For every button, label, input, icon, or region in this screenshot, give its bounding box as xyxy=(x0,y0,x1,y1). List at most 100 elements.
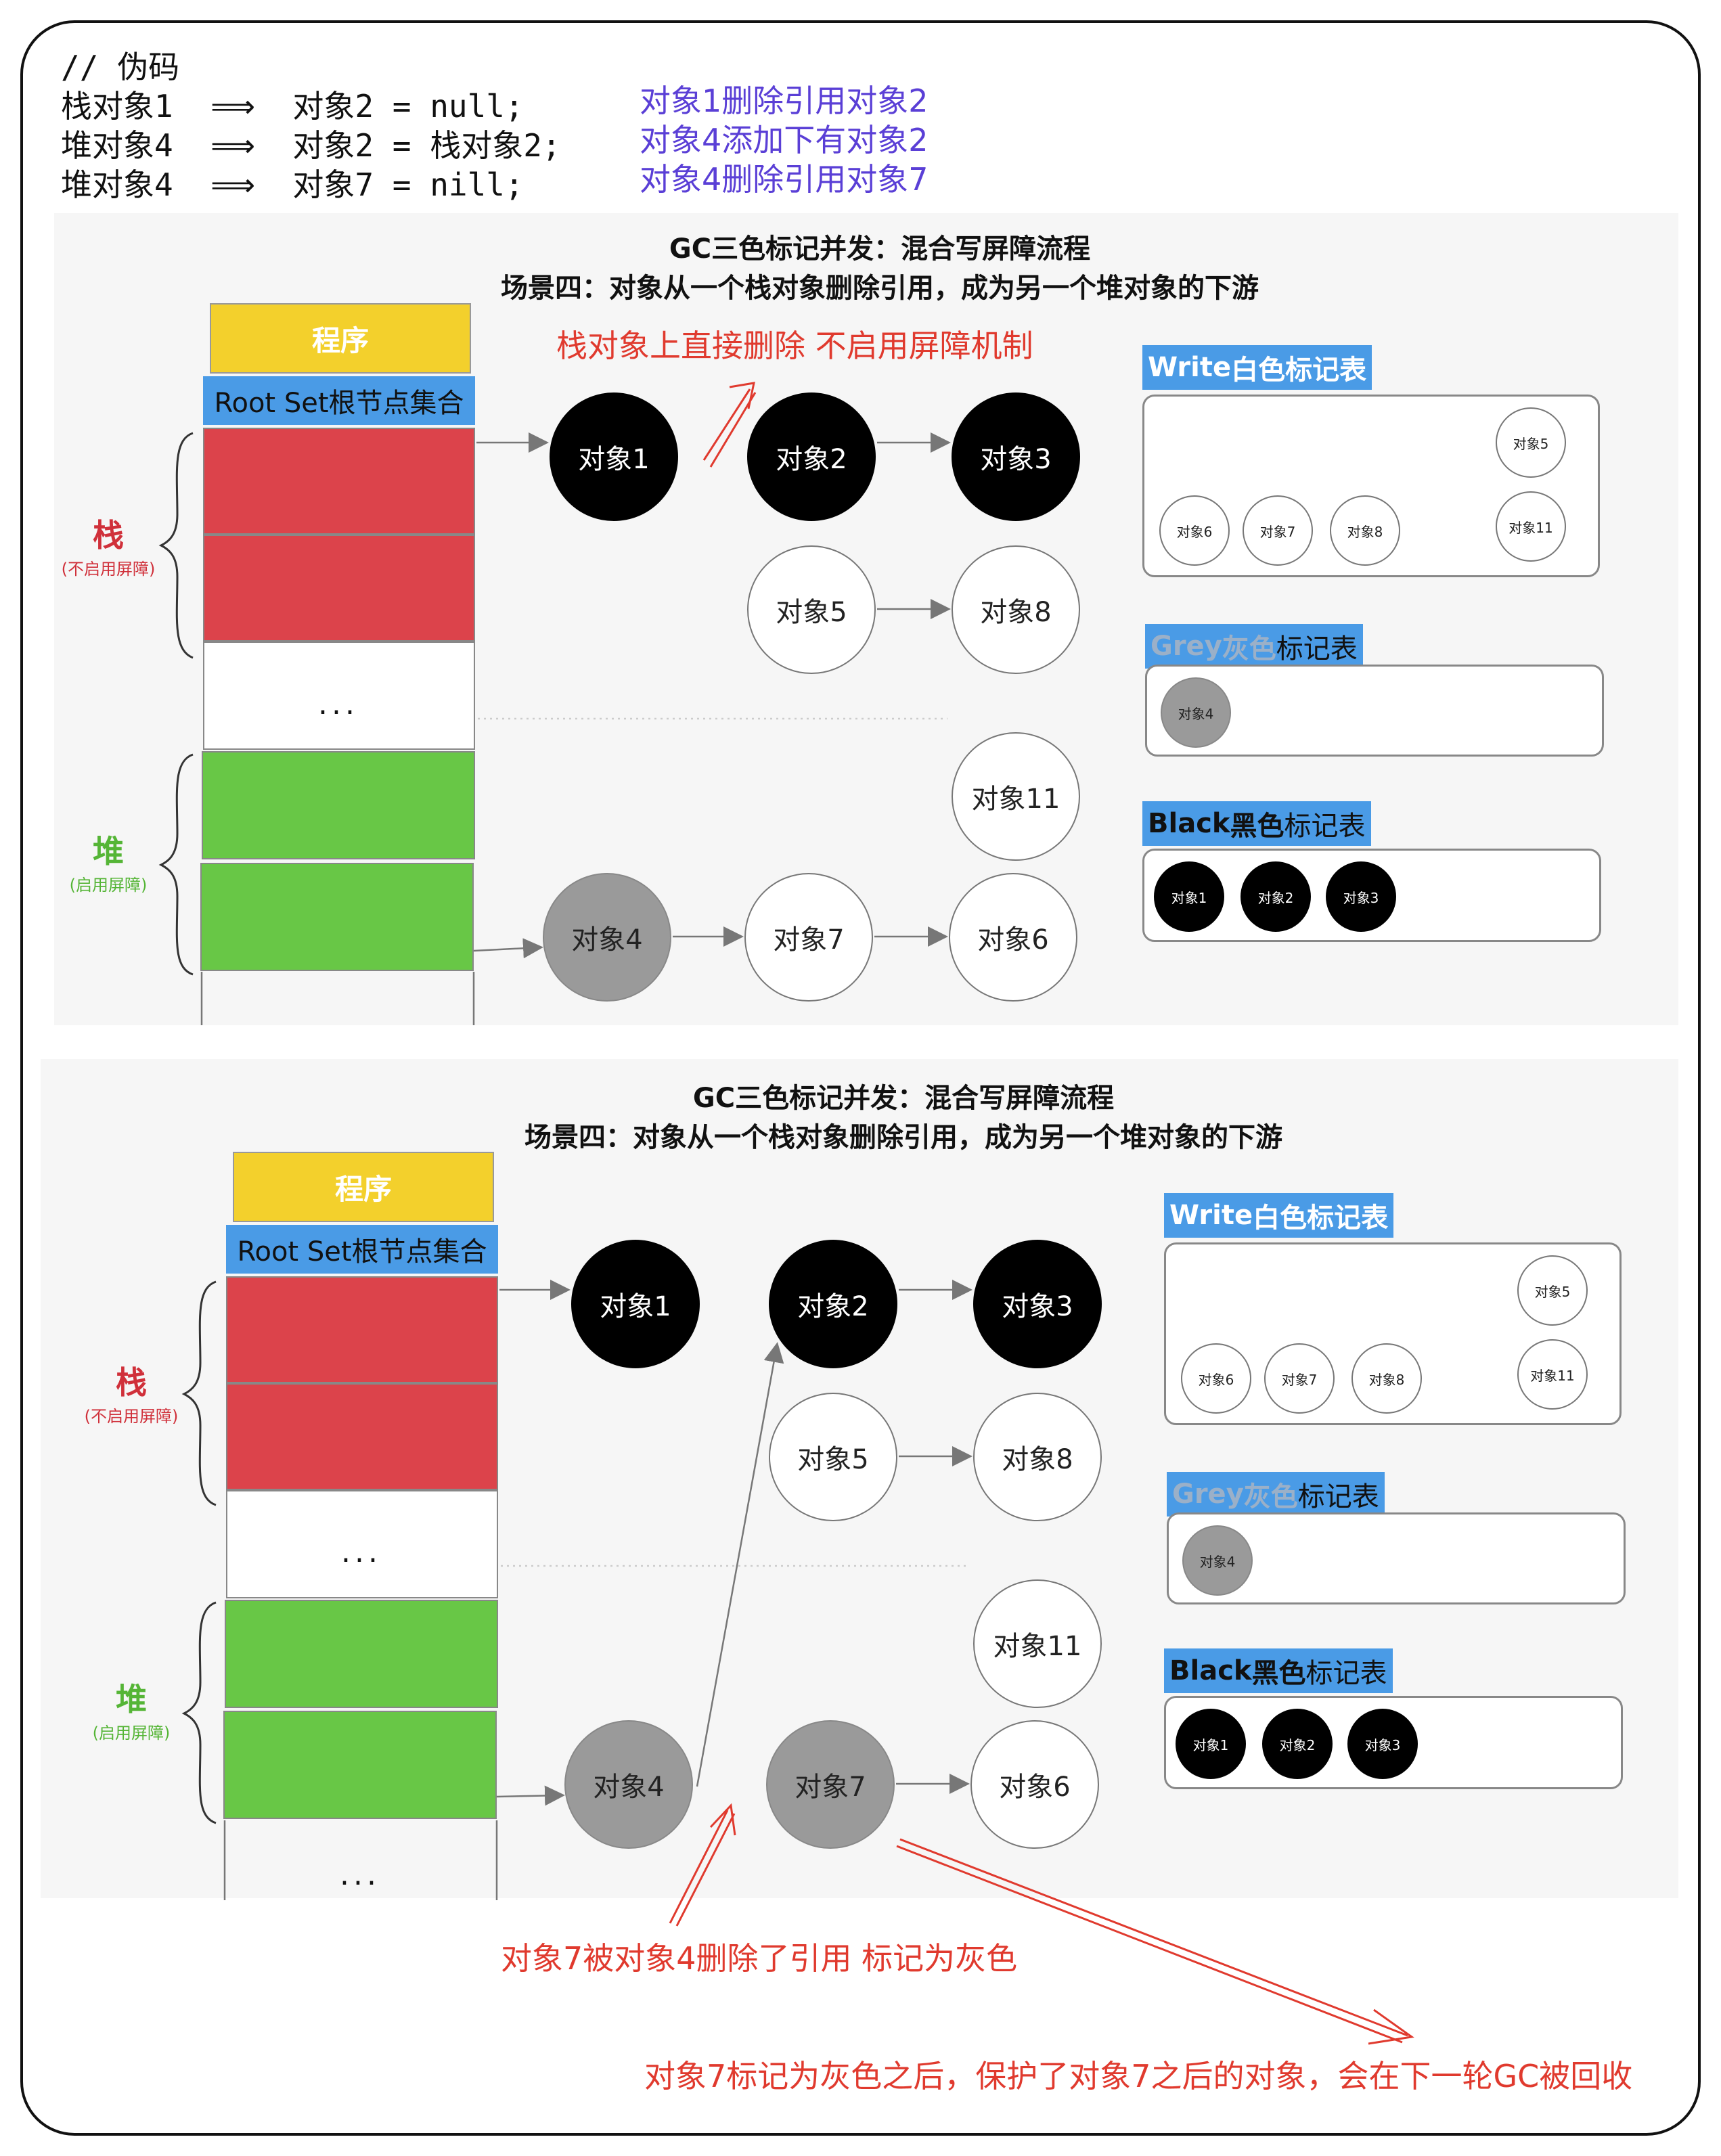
code-comment: // 伪码 xyxy=(61,49,180,85)
heap-label-sub: (启用屏障) xyxy=(69,876,148,895)
white2-item-obj5: 对象5 xyxy=(1517,1255,1588,1326)
node2-obj3: 对象3 xyxy=(973,1240,1102,1368)
heap-label-sub-2: (启用屏障) xyxy=(92,1724,171,1743)
black2-item-obj3: 对象3 xyxy=(1347,1709,1418,1779)
heap-label-2: 堆 (启用屏障) xyxy=(70,1675,192,1743)
stack-block-2-2 xyxy=(226,1383,498,1490)
ellipsis-2: ... xyxy=(341,1535,382,1569)
white-item-obj6: 对象6 xyxy=(1159,495,1230,566)
node2-obj1: 对象1 xyxy=(571,1240,700,1368)
white2-item-obj8: 对象8 xyxy=(1351,1343,1422,1414)
white2-item-obj6: 对象6 xyxy=(1181,1343,1251,1414)
white-table-head-c-2: 标记表 xyxy=(1307,1203,1389,1234)
node2-obj5: 对象5 xyxy=(769,1393,897,1521)
code-note-2: 对象4添加下有对象2 xyxy=(640,122,929,158)
node-obj1: 对象1 xyxy=(550,392,678,521)
stack-gap-block xyxy=(203,642,475,750)
ellipsis: ... xyxy=(318,687,359,721)
stack-label-2: 栈 (不启用屏障) xyxy=(70,1358,192,1427)
red-arrow-2 xyxy=(669,1803,736,1927)
node2-obj2: 对象2 xyxy=(769,1240,897,1368)
black-table-head-c-2: 标记表 xyxy=(1305,1658,1387,1689)
panel2-subtitle: 场景四：对象从一个栈对象删除引用，成为另一个堆对象的下游 xyxy=(524,1122,1282,1153)
white-item-obj11: 对象11 xyxy=(1496,491,1566,562)
white-table-head-b-2: 白色 xyxy=(1253,1203,1307,1234)
white-table-head-a: Write xyxy=(1148,352,1232,383)
grey-table-head-a-2: Grey xyxy=(1172,1479,1244,1510)
node-obj2: 对象2 xyxy=(747,392,876,521)
black-table-head-a: Black xyxy=(1148,808,1230,839)
red-arrow-3 xyxy=(896,1838,1414,2045)
stack-label-sub: (不启用屏障) xyxy=(61,560,156,579)
node2-obj4: 对象4 xyxy=(564,1720,693,1849)
black-item-obj2: 对象2 xyxy=(1241,861,1311,932)
code-note-1: 对象1删除引用对象2 xyxy=(640,83,929,119)
white-table-head-b: 白色 xyxy=(1231,355,1286,386)
red-arrow-1 xyxy=(702,382,757,468)
code-line-1: 栈对象1 ⟹ 对象2 = null; xyxy=(61,88,524,125)
white-table-header-2: Write 白色标记表 xyxy=(1164,1193,1394,1238)
panel1-annotation: 栈对象上直接删除 不启用屏障机制 xyxy=(556,328,1033,364)
black-table-head-b-2: 黑色 xyxy=(1251,1658,1306,1689)
node-obj6: 对象6 xyxy=(949,873,1077,1002)
heap-block-2-1 xyxy=(225,1600,498,1708)
stack-block-1 xyxy=(203,428,475,535)
edge2-root-obj4 xyxy=(496,1785,565,1806)
white-item-obj7: 对象7 xyxy=(1243,495,1313,566)
stack-label-text: 栈 xyxy=(93,517,124,554)
stack-label: 栈 (不启用屏障) xyxy=(47,511,169,579)
white-table-2: 对象5 对象6 对象7 对象8 对象11 xyxy=(1164,1242,1622,1425)
grey-table-head-c: 标记表 xyxy=(1276,633,1358,665)
grey-table-header: Grey 灰色标记表 xyxy=(1145,624,1363,669)
grey-item-obj4: 对象4 xyxy=(1161,677,1231,748)
white2-item-obj11: 对象11 xyxy=(1517,1339,1588,1410)
stack-block-2-1 xyxy=(226,1276,498,1383)
heap-block-2 xyxy=(200,863,474,971)
panel1-title: GC三色标记并发：混合写屏障流程 xyxy=(669,233,1091,265)
white-item-obj5: 对象5 xyxy=(1496,407,1566,478)
program-box-2: 程序 xyxy=(233,1152,494,1222)
heap-brace xyxy=(158,753,194,976)
grey-table-head-b-2: 灰色 xyxy=(1243,1481,1298,1512)
node-obj3: 对象3 xyxy=(952,392,1080,521)
grey-table-2: 对象4 xyxy=(1167,1512,1626,1604)
node-obj11: 对象11 xyxy=(952,732,1080,861)
grey2-item-obj4: 对象4 xyxy=(1182,1525,1253,1596)
code-line-3: 堆对象4 ⟹ 对象7 = nill; xyxy=(61,166,524,203)
panel2-annotation-2: 对象7标记为灰色之后，保护了对象7之后的对象，会在下一轮GC被回收 xyxy=(644,2058,1633,2094)
black-table-head-a-2: Black xyxy=(1169,1655,1252,1686)
node2-obj7: 对象7 xyxy=(766,1720,895,1849)
heap-brace-2 xyxy=(181,1601,217,1824)
node2-obj11: 对象11 xyxy=(973,1579,1102,1708)
white-table-header: Write 白色标记表 xyxy=(1142,345,1372,390)
black-table: 对象1 对象2 对象3 xyxy=(1142,849,1601,942)
white2-item-obj7: 对象7 xyxy=(1264,1343,1335,1414)
node2-obj6: 对象6 xyxy=(970,1720,1099,1849)
code-note-3: 对象4删除引用对象7 xyxy=(640,161,929,198)
grey-table-head-a: Grey xyxy=(1150,631,1222,662)
node-obj8: 对象8 xyxy=(952,545,1080,674)
stack-label-text-2: 栈 xyxy=(116,1364,147,1401)
ellipsis-3: ... xyxy=(340,1858,380,1892)
white-table: 对象5 对象6 对象7 对象8 对象11 xyxy=(1142,395,1600,577)
rootset-header: Root Set根节点集合 xyxy=(203,376,475,425)
node-obj4: 对象4 xyxy=(543,873,671,1002)
black-item-obj1: 对象1 xyxy=(1154,861,1224,932)
white-item-obj8: 对象8 xyxy=(1330,495,1400,566)
stack-brace xyxy=(158,432,194,659)
grey-table-head-c-2: 标记表 xyxy=(1297,1481,1379,1512)
edge2-obj4-obj2 xyxy=(696,1342,784,1787)
edge-root-obj4 xyxy=(473,938,543,959)
black-table-header: Black 黑色标记表 xyxy=(1142,801,1371,846)
stack-block-2 xyxy=(203,535,475,642)
rootset-header-2: Root Set根节点集合 xyxy=(226,1225,498,1274)
panel2-title: GC三色标记并发：混合写屏障流程 xyxy=(692,1083,1115,1114)
white-table-head-a-2: Write xyxy=(1169,1200,1253,1231)
node-obj5: 对象5 xyxy=(747,545,876,674)
black-table-2: 对象1 对象2 对象3 xyxy=(1164,1696,1623,1789)
black-table-head-c: 标记表 xyxy=(1284,811,1366,842)
grey-table-head-b: 灰色 xyxy=(1222,633,1276,665)
grey-table-header-2: Grey 灰色标记表 xyxy=(1167,1472,1385,1517)
black-table-head-b: 黑色 xyxy=(1230,811,1284,842)
